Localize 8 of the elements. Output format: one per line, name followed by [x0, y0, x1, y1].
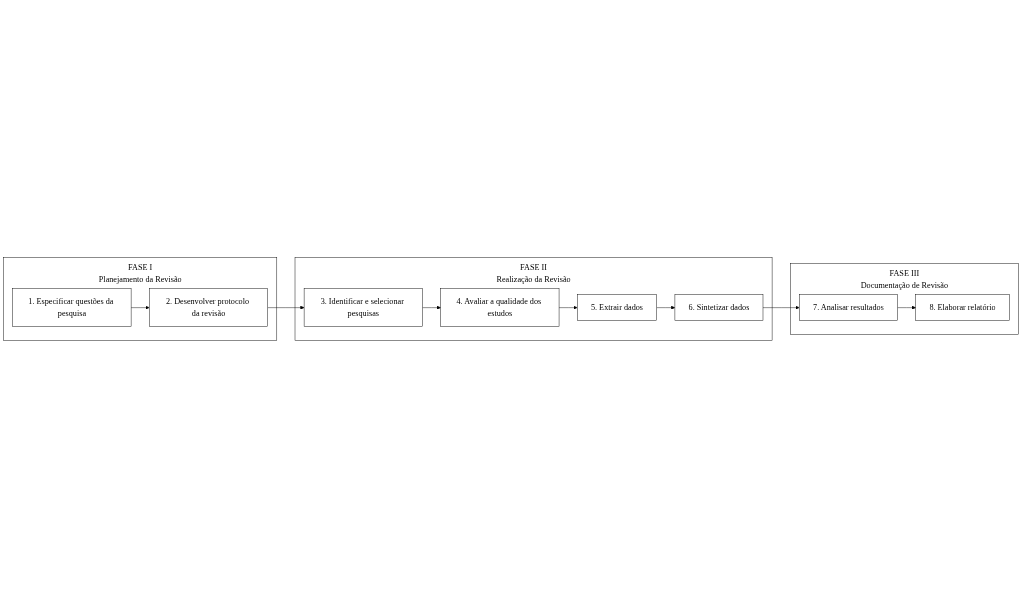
node-box: 6. Sintetizar dados: [674, 294, 764, 321]
node-box: 7. Analisar resultados: [799, 294, 898, 321]
node-box: 4. Avaliar a qualidade dos estudos: [440, 288, 560, 327]
node-box: 3. Identificar e selecionar pesquisas: [303, 288, 423, 327]
node-box: 8. Elaborar relatório: [915, 294, 1010, 321]
node-box: 1. Especificar questões da pesquisa: [12, 288, 132, 327]
node-box: 2. Desenvolver protocolo da revisão: [149, 288, 268, 327]
node-box: 5. Extrair dados: [577, 294, 657, 321]
